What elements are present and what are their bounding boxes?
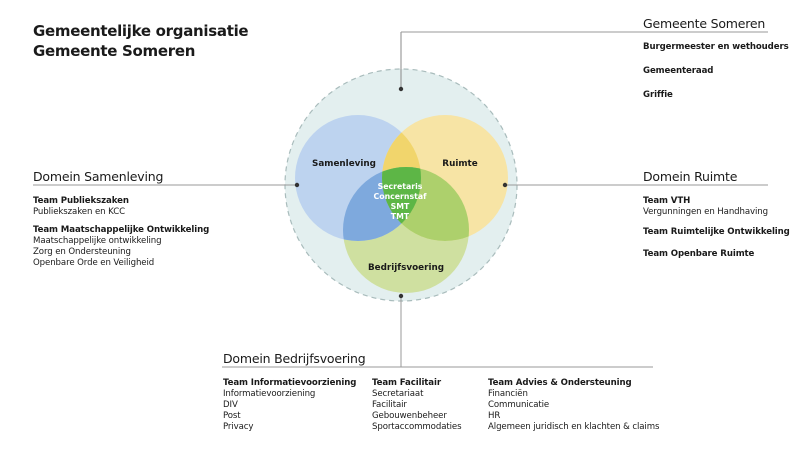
center-line-2: Concernstaf [374,192,428,201]
team-item[interactable]: Secretariaat [372,389,424,399]
label-bedrijfsvoering: Bedrijfsvoering [368,263,444,273]
team-group: Team VTH Vergunningen en Handhaving [643,196,790,218]
samenleving-teams: Team Publiekszaken Publiekszaken en KCC … [33,196,209,276]
team-item[interactable]: Zorg en Ondersteuning [33,247,131,257]
team-name[interactable]: Team Openbare Ruimte [643,249,755,259]
label-ruimte: Ruimte [442,159,477,169]
gemeente-list: Burgermeester en wethouders Gemeenteraad… [643,42,789,101]
bedrijfsvoering-heading: Domein Bedrijfsvoering [223,351,366,366]
team-item[interactable]: Sportaccommodaties [372,422,462,432]
team-item[interactable]: Informatievoorziening [223,389,316,399]
team-name[interactable]: Team Facilitair [372,378,441,388]
team-item[interactable]: Vergunningen en Handhaving [643,207,769,217]
team-item[interactable]: Facilitair [372,400,407,410]
team-name[interactable]: Team Ruimtelijke Ontwikkeling [643,227,790,237]
team-name[interactable]: Team Advies & Ondersteuning [488,378,632,388]
team-item[interactable]: Publiekszaken en KCC [33,207,125,217]
team-item[interactable]: HR [488,411,501,421]
team-item[interactable]: DIV [223,400,238,410]
team-group: Team Publiekszaken Publiekszaken en KCC [33,196,209,218]
page-title: Gemeentelijke organisatie Gemeente Somer… [33,21,249,61]
team-group: Team Informatievoorziening Informatievoo… [223,378,356,433]
team-name[interactable]: Team Maatschappelijke Ontwikkeling [33,225,210,235]
team-group: Team Facilitair Secretariaat Facilitair … [372,378,462,433]
connector-dot-bottom [398,293,404,299]
label-samenleving: Samenleving [312,159,376,169]
connector-dot-right [502,182,508,188]
gemeente-item[interactable]: Burgermeester en wethouders [643,42,789,52]
team-item[interactable]: Post [223,411,241,421]
gemeente-heading: Gemeente Someren [643,16,766,31]
team-group: Team Ruimtelijke Ontwikkeling [643,227,790,238]
team-item[interactable]: Communicatie [488,400,550,410]
team-name[interactable]: Team Publiekszaken [33,196,129,206]
center-line-4: TMT [391,212,410,221]
samenleving-heading: Domein Samenleving [33,169,164,184]
team-group: Team Openbare Ruimte [643,249,790,260]
ruimte-heading: Domein Ruimte [643,169,738,184]
gemeente-item[interactable]: Gemeenteraad [643,66,714,76]
team-item[interactable]: Financiën [488,389,528,399]
connector-dot-top [398,86,404,92]
team-item[interactable]: Maatschappelijke ontwikkeling [33,236,162,246]
title-line-1: Gemeentelijke organisatie [33,22,249,40]
team-item[interactable]: Gebouwenbeheer [372,411,447,421]
title-line-2: Gemeente Someren [33,42,196,60]
connector-dot-left [294,182,300,188]
team-item[interactable]: Privacy [223,422,254,432]
team-item[interactable]: Algemeen juridisch en klachten & claims [488,422,660,432]
team-item[interactable]: Openbare Orde en Veiligheid [33,258,155,268]
team-name[interactable]: Team VTH [643,196,691,206]
center-line-3: SMT [391,202,410,211]
gemeente-item[interactable]: Griffie [643,90,673,100]
center-line-1: Secretaris [378,182,423,191]
ruimte-teams: Team VTH Vergunningen en Handhaving Team… [643,196,790,267]
team-group: Team Advies & Ondersteuning Financiën Co… [488,378,659,433]
team-name[interactable]: Team Informatievoorziening [223,378,357,388]
team-group: Team Maatschappelijke Ontwikkeling Maats… [33,225,209,269]
